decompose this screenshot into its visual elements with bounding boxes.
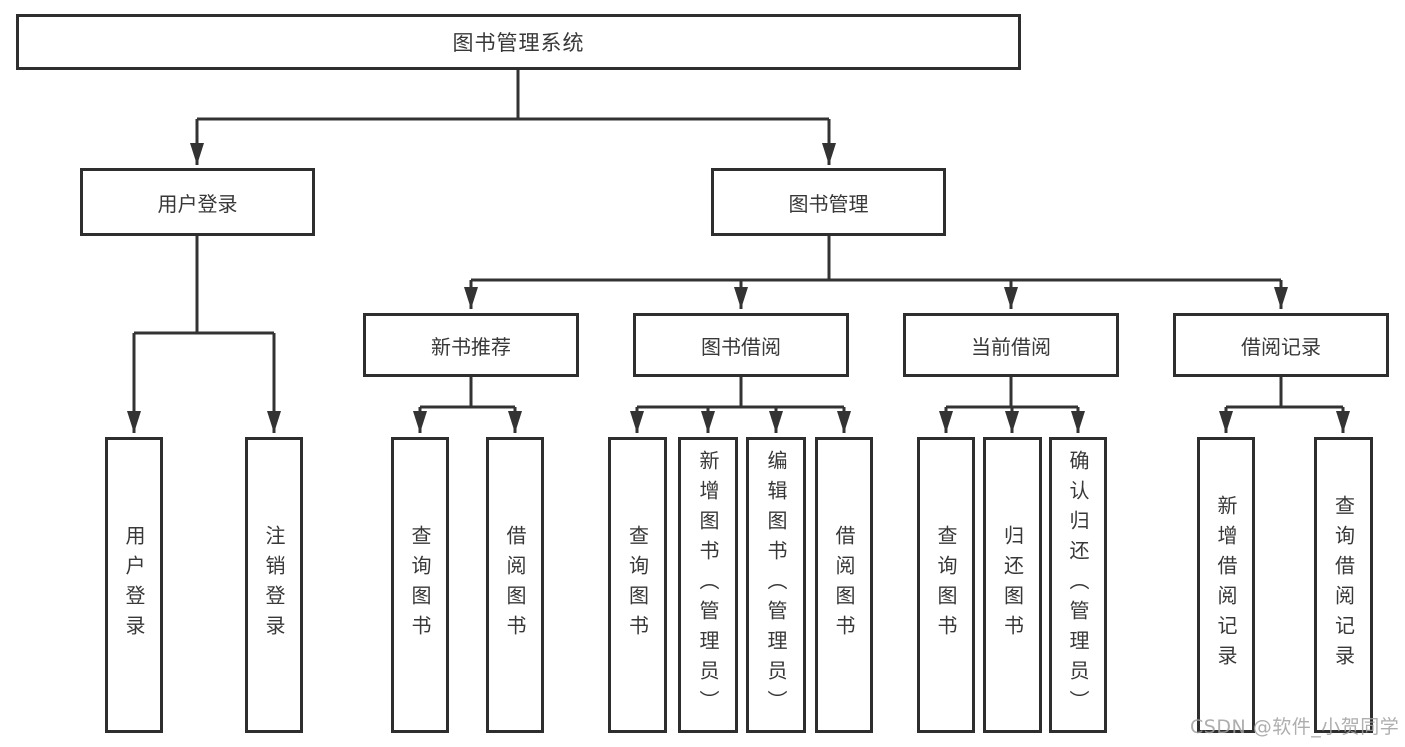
node-label: 查询图书 (934, 525, 958, 645)
node-return-books: 归还图书 (983, 437, 1042, 733)
node-recommend-query-books: 查询图书 (391, 437, 449, 733)
node-label: 确认归还（管理员） (1066, 450, 1090, 720)
node-label: 当前借阅 (971, 334, 1051, 359)
node-label: 借阅图书 (832, 525, 856, 645)
node-user-login-leaf: 用户登录 (105, 437, 163, 733)
node-label: 新书推荐 (431, 334, 511, 359)
node-current-query-books: 查询图书 (917, 437, 975, 733)
node-label: 查询图书 (408, 525, 432, 645)
node-borrowing-query-books: 查询图书 (608, 437, 667, 733)
node-add-books-admin: 新增图书（管理员） (678, 437, 738, 733)
node-user-login: 用户登录 (80, 168, 315, 236)
node-label: 查询借阅记录 (1331, 495, 1356, 675)
node-label: 用户登录 (122, 525, 146, 645)
node-book-management: 图书管理 (711, 168, 946, 236)
connector-arrows (127, 119, 1350, 433)
csdn-watermark: CSDN @软件_小贺同学 (1190, 716, 1400, 738)
node-borrowing-borrow-books: 借阅图书 (815, 437, 873, 733)
node-confirm-return-admin: 确认归还（管理员） (1049, 437, 1107, 733)
node-label: 用户登录 (157, 191, 238, 216)
node-label: 新增图书（管理员） (696, 450, 720, 720)
node-label: 查询图书 (625, 525, 650, 645)
node-edit-books-admin: 编辑图书（管理员） (746, 437, 806, 733)
node-label: 图书管理系统 (452, 31, 585, 55)
connector-trunks (134, 70, 1343, 409)
node-borrowing-records: 借阅记录 (1173, 313, 1389, 377)
node-library-system: 图书管理系统 (16, 14, 1021, 70)
node-book-borrowing: 图书借阅 (633, 313, 849, 377)
node-logout: 注销登录 (245, 437, 303, 733)
node-label: 归还图书 (1000, 525, 1025, 645)
node-label: 注销登录 (262, 525, 286, 645)
node-query-borrow-record: 查询借阅记录 (1314, 437, 1373, 733)
node-recommend-borrow-books: 借阅图书 (486, 437, 544, 733)
node-add-borrow-record: 新增借阅记录 (1197, 437, 1255, 733)
node-label: 图书管理 (788, 191, 869, 216)
node-label: 编辑图书（管理员） (764, 450, 788, 720)
node-label: 图书借阅 (701, 334, 781, 359)
node-new-book-recommendation: 新书推荐 (363, 313, 579, 377)
node-label: 借阅记录 (1241, 334, 1321, 359)
node-label: 新增借阅记录 (1214, 495, 1238, 675)
node-current-borrowing: 当前借阅 (903, 313, 1119, 377)
node-label: 借阅图书 (503, 525, 527, 645)
